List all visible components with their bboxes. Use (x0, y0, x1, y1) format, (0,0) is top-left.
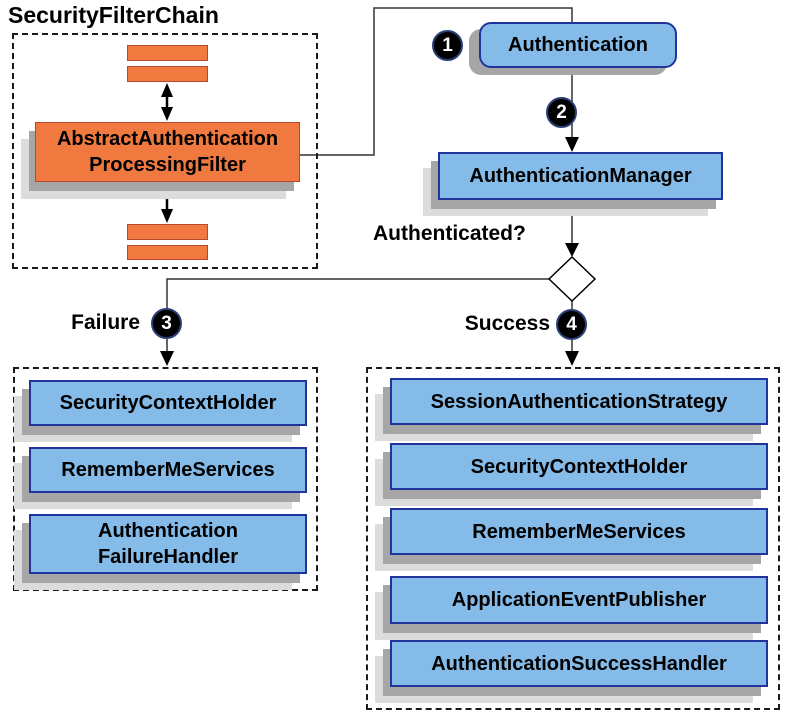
authentication-success-handler-label: AuthenticationSuccessHandler (431, 652, 727, 675)
remember-me-services-box: RememberMeServices (390, 508, 768, 555)
authentication-box: Authentication (479, 22, 677, 68)
arrowhead-down-icon (565, 351, 579, 366)
authentication-manager-label: AuthenticationManager (469, 165, 692, 187)
arrowhead-down-icon (161, 107, 173, 121)
filter-bar (127, 245, 208, 260)
authenticated-question-label: Authenticated? (373, 222, 526, 245)
step-2-number: 2 (556, 101, 567, 123)
filter-box-label-line1: AbstractAuthentication (56, 128, 279, 150)
step-1-number: 1 (442, 34, 453, 56)
security-context-holder-box: SecurityContextHolder (390, 443, 768, 490)
authentication-label: Authentication (508, 34, 648, 56)
decision-diamond (547, 255, 597, 303)
security-context-holder-box: SecurityContextHolder (29, 380, 307, 426)
failure-panel (13, 367, 318, 591)
filter-bar (127, 45, 208, 61)
filter-bar (127, 66, 208, 82)
arrowhead-down-icon (565, 243, 579, 257)
security-filter-chain-title: SecurityFilterChain (8, 2, 219, 28)
application-event-publisher-box: ApplicationEventPublisher (390, 576, 768, 624)
filter-to-authentication-connector (300, 7, 573, 156)
application-event-publisher-label: ApplicationEventPublisher (451, 589, 707, 611)
arrowhead-down-icon (565, 137, 579, 152)
security-context-holder-label: SecurityContextHolder (470, 455, 688, 478)
session-authentication-strategy-label: SessionAuthenticationStrategy (430, 390, 728, 413)
session-authentication-strategy-box: SessionAuthenticationStrategy (390, 378, 768, 425)
authentication-manager-box: AuthenticationManager (438, 152, 723, 200)
abstract-authentication-processing-filter-box: AbstractAuthentication ProcessingFilter (35, 122, 300, 182)
remember-me-services-label: RememberMeServices (61, 459, 275, 481)
arrowhead-down-icon (160, 351, 174, 366)
failure-label: Failure (71, 311, 140, 334)
arrowhead-down-icon (161, 209, 173, 223)
arrowhead-up-icon (161, 185, 173, 199)
step-1-badge: 1 (432, 30, 463, 61)
step-4-number: 4 (566, 313, 577, 335)
success-label: Success (464, 312, 550, 335)
success-panel (366, 367, 780, 710)
step-3-number: 3 (161, 312, 172, 334)
step-3-badge: 3 (151, 308, 182, 339)
arrowhead-up-icon (161, 83, 173, 97)
step-4-badge: 4 (556, 309, 587, 340)
authentication-success-handler-box: AuthenticationSuccessHandler (390, 640, 768, 687)
remember-me-services-label: RememberMeServices (472, 520, 686, 543)
filter-box-label-line2: ProcessingFilter (89, 154, 246, 176)
security-filter-chain-box (12, 33, 318, 269)
authentication-failure-handler-box: Authentication FailureHandler (29, 514, 307, 574)
authentication-failure-handler-label-line2: FailureHandler (97, 546, 239, 568)
filter-bar (127, 224, 208, 240)
authentication-failure-handler-label-line1: Authentication (98, 520, 238, 542)
remember-me-services-box: RememberMeServices (29, 447, 307, 493)
step-2-badge: 2 (546, 97, 577, 128)
security-context-holder-label: SecurityContextHolder (59, 392, 277, 414)
